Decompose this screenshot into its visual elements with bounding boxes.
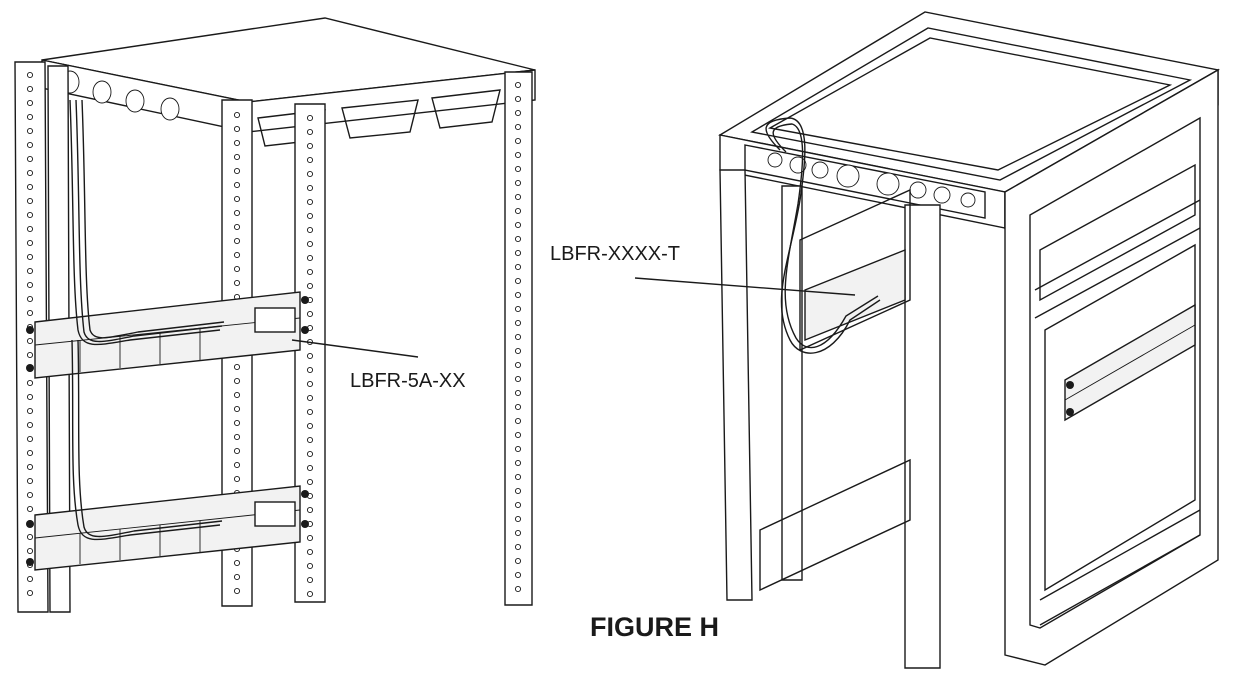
- right-cable-bundle: [765, 117, 881, 354]
- right-side-slots: [1034, 199, 1201, 626]
- right-enclosed-frame-rack: [718, 11, 1220, 669]
- right-beam-cable-holes: [767, 152, 976, 208]
- right-rack-front-left-post: [719, 169, 753, 601]
- right-leader-line: [634, 277, 856, 296]
- left-post-holes: [26, 71, 522, 598]
- left-lower-cable-manager: [26, 485, 309, 571]
- left-cable-bundle: [69, 99, 225, 541]
- left-open-frame-rack: [14, 17, 536, 613]
- right-rack-front-right-post: [904, 204, 941, 669]
- left-beam-cable-holes: [60, 70, 180, 121]
- left-leader-line: [291, 339, 419, 358]
- right-side-cable-manager: [1064, 303, 1196, 422]
- left-component-label: LBFR-5A-XX: [350, 370, 466, 392]
- right-component-label: LBFR-XXXX-T: [550, 243, 681, 265]
- figure-title: FIGURE H: [590, 612, 720, 642]
